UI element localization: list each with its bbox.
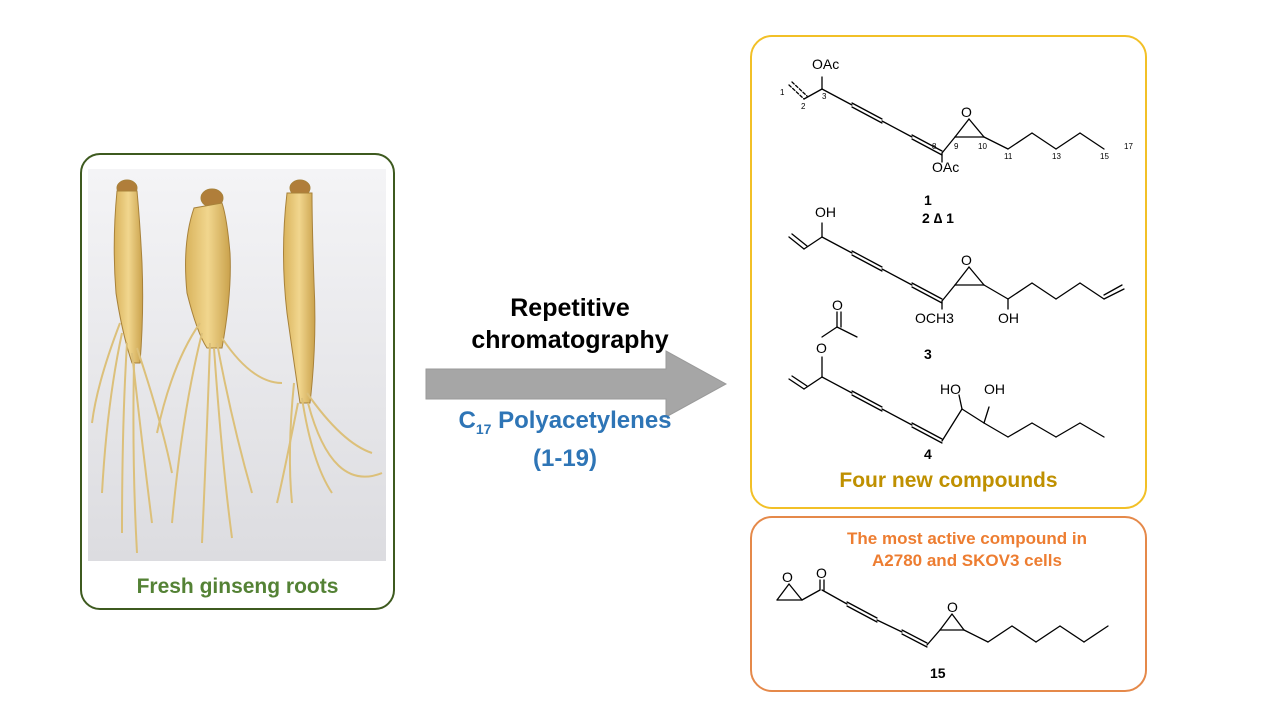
c15-epoxide-left-o: O: [782, 569, 793, 585]
c1-locant-8: 8: [932, 142, 937, 151]
product-range: (1-19): [532, 444, 598, 472]
c1-epoxide-o: O: [961, 104, 972, 120]
compound-4-structure: [788, 311, 1105, 444]
c4-label: 4: [924, 446, 932, 462]
c1-locant-11: 11: [1004, 152, 1013, 161]
ginseng-roots-panel: Fresh ginseng roots: [80, 153, 395, 610]
c3-och3: OCH3: [915, 310, 954, 326]
c1-locant-10: 10: [978, 142, 987, 151]
c15-ketone-o: O: [816, 565, 827, 581]
compound-3-atoms: OH O OCH3 OH 3: [815, 204, 1019, 362]
product-name: Polyacetylenes: [491, 407, 672, 434]
c4-o: O: [816, 340, 827, 356]
product-prefix: C: [458, 407, 476, 434]
root-left: [113, 179, 144, 364]
c3-oh-bottom: OH: [998, 310, 1019, 326]
root-left-fibers: [91, 322, 173, 554]
c15-label: 15: [930, 665, 946, 681]
c1-locant-3: 3: [822, 92, 827, 101]
c4-ho: HO: [940, 381, 961, 397]
c3-epoxide-o: O: [961, 252, 972, 268]
process-label: Repetitive chromatography: [471, 294, 669, 354]
compound-3-structure: [788, 222, 1125, 310]
product-subscript: 17: [475, 420, 492, 437]
ginseng-roots-image: [88, 169, 386, 561]
compound-4-atoms: O O HO OH 4: [816, 297, 1005, 462]
c1-locant-17: 17: [1124, 142, 1133, 151]
c1-locant-2: 2: [801, 102, 806, 111]
c1-locant-13: 13: [1052, 152, 1061, 161]
active-compound-caption: The most active compound in A2780 and SK…: [847, 529, 1087, 570]
c1-locant-9: 9: [954, 142, 959, 151]
compound-15-structure: O O O 15: [776, 565, 1109, 681]
compound-1-structure: [788, 76, 1105, 163]
root-right: [283, 179, 316, 404]
locant-labels: 1 2 3 8 9 10 11 13 15 17: [780, 88, 1133, 161]
new-compounds-caption: Four new compounds: [839, 469, 1058, 492]
process-arrow: [425, 350, 728, 418]
product-label: C17 Polyacetylenes (1-19): [430, 406, 700, 474]
c4-ester-o: O: [832, 297, 843, 313]
c1-locant-15: 15: [1100, 152, 1109, 161]
c1-locant-1: 1: [780, 88, 785, 97]
root-middle: [185, 188, 231, 349]
roots-caption: Fresh ginseng roots: [136, 575, 339, 598]
c1-label: 1: [924, 192, 932, 208]
c1-oac-bottom: OAc: [932, 159, 959, 175]
arrow-shape: [425, 350, 728, 418]
new-compounds-panel: OAc O OAc 1 2 ∆ 1 OH O OCH3 OH 3 O O HO …: [750, 35, 1147, 509]
new-compounds-structures: OAc O OAc 1 2 ∆ 1 OH O OCH3 OH 3 O O HO …: [780, 56, 1133, 462]
c4-oh: OH: [984, 381, 1005, 397]
c1-oac-top: OAc: [812, 56, 839, 72]
c3-oh-top: OH: [815, 204, 836, 220]
active-compound-panel: The most active compound in A2780 and SK…: [750, 516, 1147, 692]
compound-1-atoms: OAc O OAc 1 2 ∆ 1: [812, 56, 972, 226]
c15-epoxide-o: O: [947, 599, 958, 615]
root-right-fibers: [276, 382, 383, 504]
c2-note: 2 ∆ 1: [922, 210, 954, 226]
root-middle-fibers: [156, 322, 283, 544]
c3-label: 3: [924, 346, 932, 362]
